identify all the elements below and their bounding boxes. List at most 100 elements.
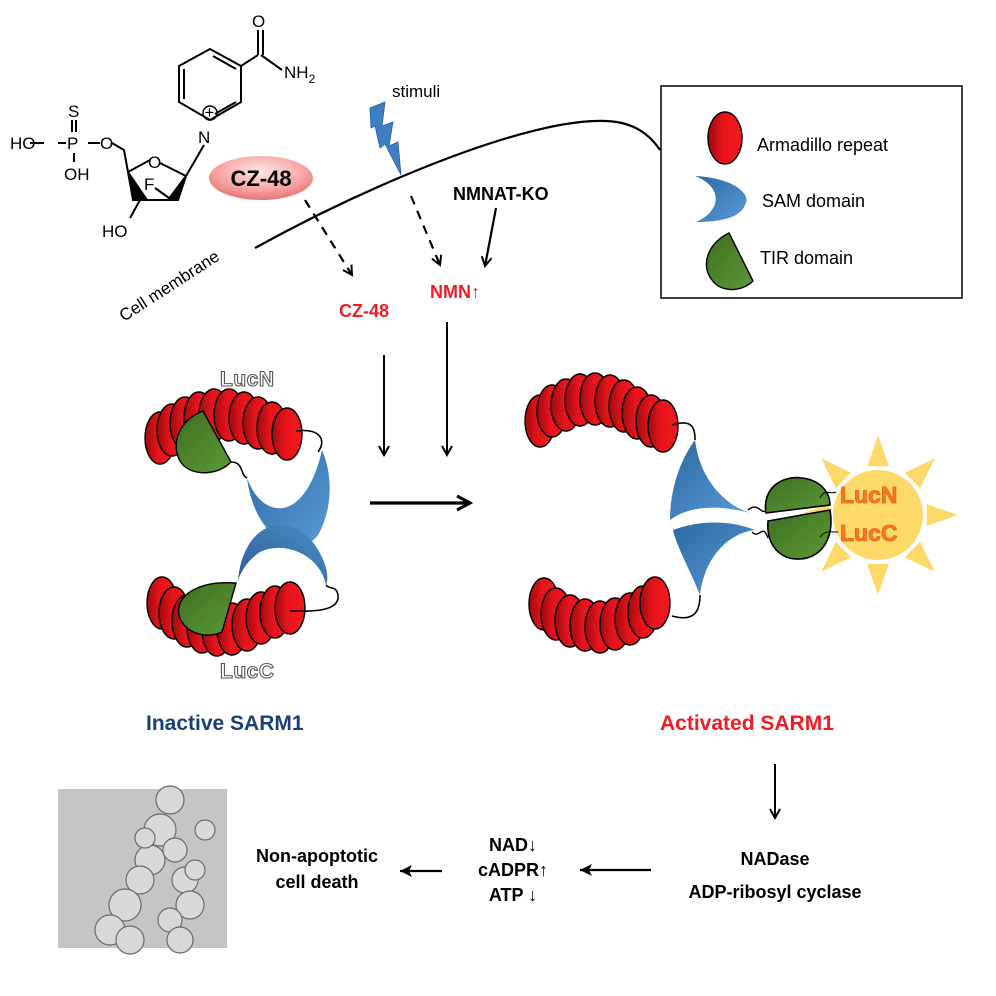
cell-death-line2: cell death — [275, 872, 358, 892]
atom-n: N — [198, 128, 210, 147]
tir-domain-top — [175, 410, 232, 474]
bond — [260, 54, 283, 71]
charge-symbol: + — [205, 103, 215, 122]
atom-nh: NH — [284, 63, 309, 82]
cell-membrane-line — [254, 119, 661, 249]
dashed-arrow-stimuli — [409, 195, 440, 265]
atom-subscript: 2 — [309, 72, 316, 86]
sugar-bond — [127, 159, 187, 177]
cell-blob — [184, 859, 206, 881]
sun-ray — [926, 504, 958, 526]
armadillo-repeat — [274, 581, 306, 635]
bond — [111, 142, 129, 173]
cell-blob — [166, 926, 194, 954]
cell-blob — [108, 888, 142, 922]
metabolite-atp: ATP ↓ — [489, 885, 537, 905]
bond — [129, 199, 141, 219]
legend-label-armadillo: Armadillo repeat — [757, 135, 888, 155]
atom-ho-ring: HO — [102, 222, 128, 241]
ring-double-bond — [214, 101, 237, 115]
cell-blob — [134, 827, 156, 849]
armadillo-repeat-icon — [707, 111, 743, 165]
micrograph-cells — [94, 785, 216, 955]
legend: Armadillo repeat SAM domain TIR domain — [660, 85, 963, 299]
atom-s: S — [68, 102, 79, 121]
atom-ho: HO — [10, 134, 36, 153]
nmn-up-label: NMN↑ — [430, 282, 480, 302]
legend-label-sam: SAM domain — [762, 191, 865, 211]
nmnat-ko-label: NMNAT-KO — [453, 184, 549, 204]
sun-ray — [821, 541, 852, 572]
armadillo-repeat — [639, 576, 671, 630]
cz48-pill-label: CZ-48 — [230, 166, 291, 191]
lucc-active-label: LucC — [840, 520, 898, 546]
sun-ray — [867, 435, 889, 467]
activated-sarm1-complex: LucN LucC — [524, 372, 958, 654]
armadillo-repeat — [271, 407, 303, 461]
lucn-active-label: LucN — [840, 482, 898, 508]
cz48-intracellular-label: CZ-48 — [339, 301, 389, 321]
wedge-bond — [166, 175, 187, 201]
cell-death-line1: Non-apoptotic — [256, 846, 378, 866]
legend-label-tir: TIR domain — [760, 248, 853, 268]
cell-death-micrograph — [58, 785, 227, 955]
metabolite-nad: NAD↓ — [489, 835, 537, 855]
sam-domain-top — [247, 450, 330, 546]
atom-oh: OH — [64, 165, 90, 184]
linker-tir-lucc — [819, 531, 839, 538]
arrow-nmnat-ko — [485, 207, 498, 266]
inactive-sarm1-title: Inactive SARM1 — [146, 712, 304, 735]
cell-blob — [125, 865, 155, 895]
cell-blob — [194, 819, 216, 841]
cell-blob — [115, 925, 145, 955]
bond — [154, 187, 173, 201]
sun-ray — [867, 563, 889, 595]
armadillo-repeats-bottom-active — [528, 576, 671, 654]
sam-domain-active-top — [670, 440, 750, 520]
atom-ester-o: O — [100, 134, 113, 153]
atom-o: O — [252, 12, 265, 31]
metabolite-cadpr: cADPR↑ — [478, 860, 548, 880]
cell-membrane-label: Cell membrane — [116, 247, 223, 326]
atom-f: F — [144, 175, 154, 194]
ring-double-bond — [212, 55, 237, 70]
sun-ray — [904, 541, 935, 572]
sam-domain-active-bottom — [673, 522, 755, 595]
cell-blob — [155, 785, 185, 815]
atom-nh2: NH2 — [284, 63, 316, 86]
linker-arm-to-sam-top — [295, 429, 323, 453]
lucc-inactive-label: LucC — [220, 660, 275, 683]
sun-ray — [904, 458, 935, 489]
tir-domain-icon — [705, 232, 754, 291]
linker-arm-to-sam-bottom — [289, 584, 339, 613]
linker-tir-to-sam-top — [230, 461, 248, 479]
linker-tir-lucn — [819, 491, 837, 499]
cell-blob — [162, 837, 188, 863]
armadillo-repeats-top-active — [524, 372, 679, 453]
atom-p: P — [67, 134, 78, 153]
tir-domain-active-top — [764, 476, 831, 514]
cz48-chemical-structure — [30, 30, 283, 219]
sun-ray — [821, 458, 852, 489]
sun-core — [833, 470, 923, 560]
positive-charge-icon — [202, 105, 218, 121]
cell-blob — [175, 890, 205, 920]
tir-domain-bottom — [177, 582, 237, 636]
tir-domain-active-bottom — [767, 509, 832, 560]
nadase-label: NADase — [740, 849, 809, 869]
adp-ribosyl-cyclase-label: ADP-ribosyl cyclase — [688, 882, 861, 902]
carbonyl-bond — [257, 30, 264, 55]
sam-domain-bottom — [238, 524, 328, 585]
inactive-sarm1-complex: LucN LucC — [144, 367, 339, 684]
bond — [185, 144, 205, 177]
chemical-atom-labels: O NH2 N + S P HO OH O O F HO — [10, 12, 316, 241]
cz48-compound-badge: CZ-48 — [209, 156, 313, 200]
sam-domain-icon — [695, 176, 747, 222]
stimuli-label: stimuli — [392, 82, 440, 101]
bond — [240, 54, 259, 67]
dashed-arrow-cz48-entry — [304, 199, 352, 275]
lightning-bolt-icon — [369, 101, 402, 176]
activated-sarm1-title: Activated SARM1 — [660, 712, 834, 735]
armadillo-repeat — [647, 399, 679, 453]
